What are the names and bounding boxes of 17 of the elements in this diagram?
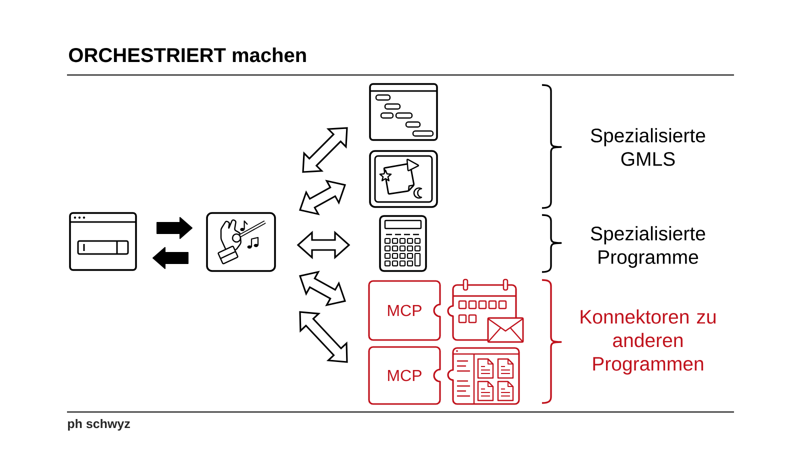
document-window-icon (447, 347, 520, 405)
puzzle-piece: MCP (368, 280, 441, 341)
bracket-label: Spezialisierte Programme (590, 226, 706, 268)
gantt-chart-icon (369, 83, 438, 141)
conductor-icon (206, 212, 276, 272)
title: ORCHESTRIERT machen (69, 48, 306, 62)
calculator-icon (379, 215, 427, 272)
double-arrow (302, 127, 348, 173)
bracket-label: Konnektoren zu anderen Programmen (580, 309, 716, 375)
puzzle-piece: MCP (368, 346, 441, 405)
footer-text: ph schwyz (68, 418, 130, 431)
double-arrow (299, 311, 348, 363)
sticky-note-icon (369, 150, 438, 208)
bracket-label: Spezialisierte GMLS (590, 128, 706, 166)
calendar-mail-icon (447, 278, 524, 343)
browser-window-icon (69, 212, 137, 271)
block-arrow (152, 247, 188, 269)
